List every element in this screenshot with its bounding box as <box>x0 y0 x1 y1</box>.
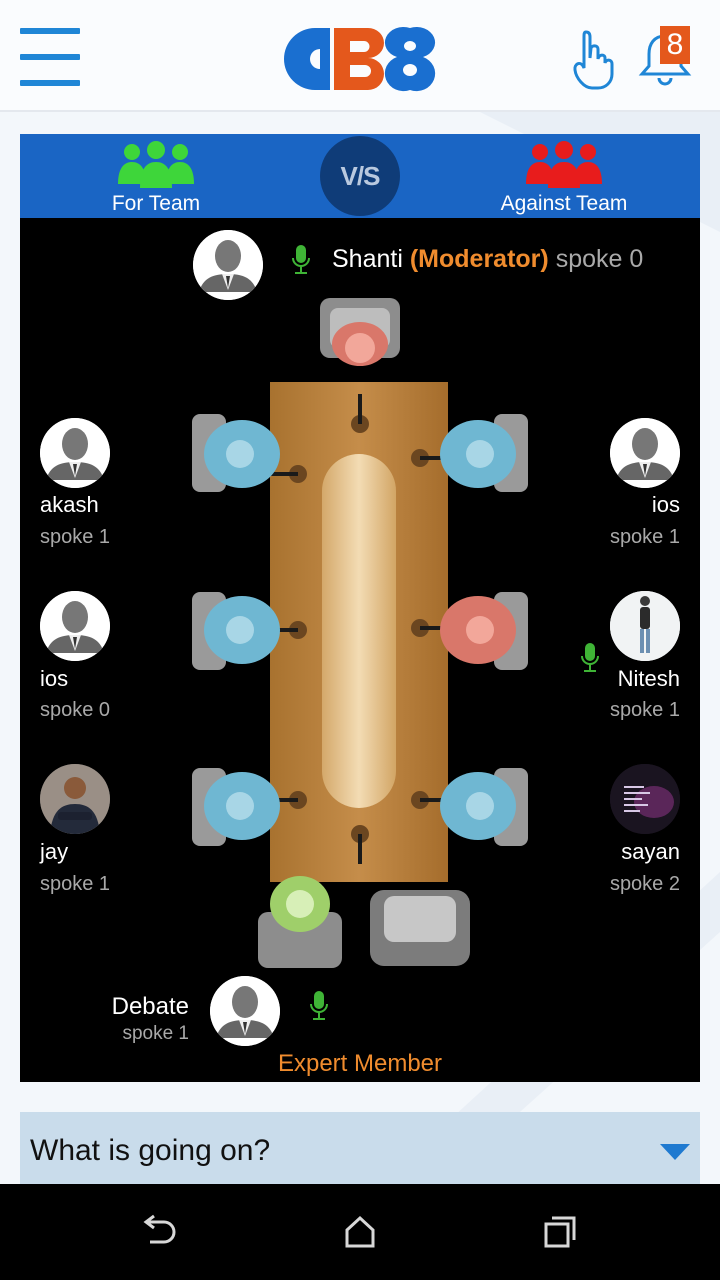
user-photo-icon <box>610 764 680 834</box>
member-spoke: spoke 2 <box>609 873 680 895</box>
right-chairs <box>440 414 528 846</box>
moderator-avatar[interactable] <box>193 230 263 300</box>
microphone-icon <box>292 245 310 274</box>
member-spoke: spoke 0 <box>40 699 111 721</box>
status-dropdown-label: What is going on? <box>30 1134 271 1167</box>
debate-room-panel: For Team V/S Against Team <box>20 134 700 1082</box>
against-team-icon <box>526 141 602 188</box>
expert-member-label: Expert Member <box>277 1050 443 1077</box>
menu-icon[interactable] <box>20 28 80 88</box>
microphone-icon <box>310 991 328 1020</box>
moderator-spoke: spoke 0 <box>555 245 644 273</box>
back-icon[interactable] <box>140 1214 180 1250</box>
member-spoke: spoke 1 <box>40 873 111 895</box>
member-name: sayan <box>621 839 680 864</box>
recent-apps-icon[interactable] <box>540 1214 580 1250</box>
microphone-icon <box>581 643 599 672</box>
left-chairs <box>192 414 280 846</box>
moderator-chair <box>320 298 400 366</box>
default-avatar-icon <box>193 230 263 300</box>
default-avatar-icon <box>610 418 680 488</box>
for-team-tab[interactable]: For Team <box>56 134 256 218</box>
member-avatar-jay[interactable] <box>40 764 110 834</box>
default-avatar-icon <box>40 591 110 661</box>
moderator-name: Shanti <box>332 245 403 273</box>
moderator-role: (Moderator) <box>409 245 549 273</box>
user-photo-icon <box>610 591 680 661</box>
app-header: 8 <box>0 0 720 112</box>
status-dropdown[interactable]: What is going on? <box>20 1112 700 1184</box>
expert-avatar[interactable] <box>210 976 280 1046</box>
notification-badge: 8 <box>660 26 690 64</box>
vs-badge: V/S <box>320 136 400 216</box>
chevron-down-icon <box>660 1144 690 1160</box>
teams-bar: For Team V/S Against Team <box>20 134 700 218</box>
conference-table <box>192 298 528 968</box>
member-name: jay <box>40 839 69 864</box>
member-avatar-ios[interactable] <box>610 418 680 488</box>
raise-hand-icon[interactable] <box>572 28 618 90</box>
member-avatar-sayan[interactable] <box>610 764 680 834</box>
home-icon[interactable] <box>340 1214 380 1250</box>
member-avatar-ios[interactable] <box>40 591 110 661</box>
member-spoke: spoke 1 <box>40 526 111 548</box>
member-name: Nitesh <box>617 666 680 691</box>
member-spoke: spoke 1 <box>609 699 680 721</box>
member-name: ios <box>40 666 69 691</box>
against-team-tab[interactable]: Against Team <box>464 134 664 218</box>
member-name: ios <box>651 492 680 517</box>
for-team-icon <box>118 141 194 188</box>
member-avatar-nitesh[interactable] <box>610 591 680 661</box>
expert-spoke: spoke 1 <box>122 1023 189 1044</box>
moderator-label: Shanti (Moderator) spoke 0 <box>332 245 643 274</box>
against-team-label: Against Team <box>500 192 628 215</box>
member-spoke: spoke 1 <box>609 526 680 548</box>
for-team-label: For Team <box>111 192 201 215</box>
default-avatar-icon <box>40 418 110 488</box>
system-nav-bar <box>0 1184 720 1280</box>
user-photo-icon <box>40 764 110 834</box>
member-name: akash <box>40 492 99 517</box>
default-avatar-icon <box>210 976 280 1046</box>
db8-logo <box>284 27 436 92</box>
bottom-chairs <box>258 876 470 968</box>
expert-name: Debate <box>111 993 189 1020</box>
member-avatar-akash[interactable] <box>40 418 110 488</box>
